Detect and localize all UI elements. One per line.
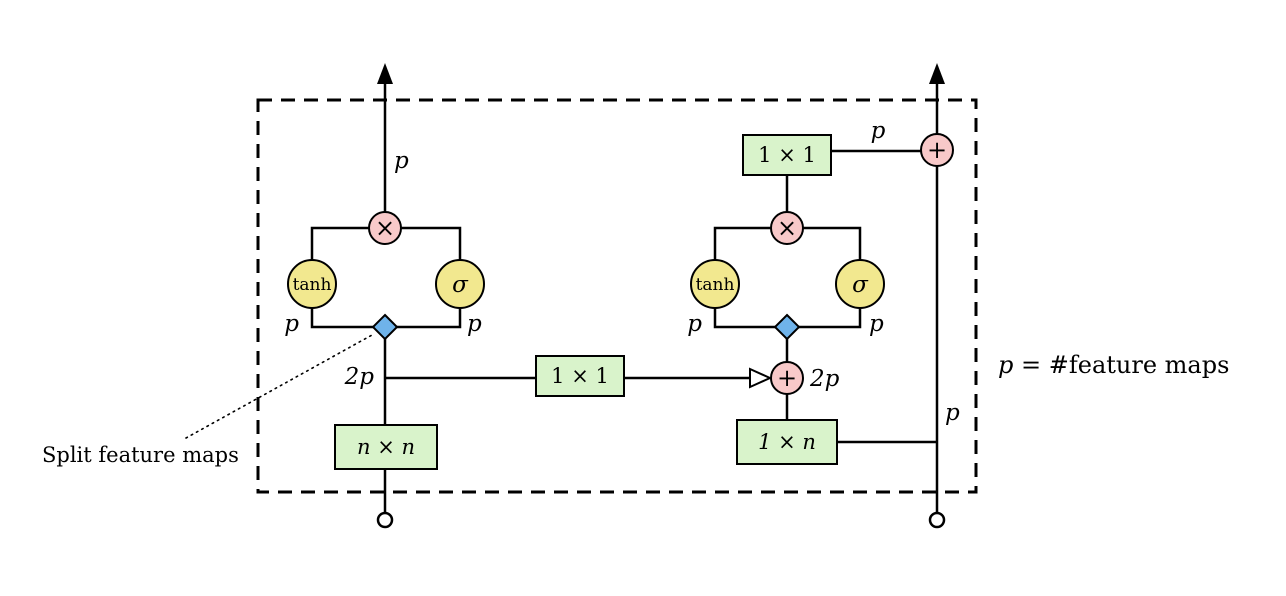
- left-p-tanh-label: p: [284, 311, 299, 337]
- wire-left-tanh-to-multiply: [310, 226, 369, 260]
- right-sigma-label: σ: [852, 272, 869, 298]
- right-split-diamond: [773, 313, 801, 341]
- right-tanh-node: [690, 259, 740, 309]
- left-sigma-node: [435, 259, 485, 309]
- left-split-diamond: [371, 313, 399, 341]
- right-multiply-label: ×: [777, 214, 797, 242]
- right-skip-sum-node: [920, 133, 954, 167]
- right-output-conv-box: [742, 134, 832, 176]
- right-skip-p-label: p: [871, 118, 886, 144]
- skip-conv-label: 1 × 1: [551, 364, 609, 388]
- wire-left-split-to-sigma: [396, 308, 462, 329]
- left-multiply-node: [368, 211, 402, 245]
- legend-label: p = #feature maps: [998, 351, 1229, 379]
- right-output-arrowhead: [929, 63, 945, 84]
- skip-arrowhead: [749, 367, 773, 389]
- right-tanh-label: tanh: [696, 275, 735, 295]
- right-sum-label: +: [777, 364, 797, 392]
- right-skip-sum-label: +: [927, 136, 947, 164]
- left-tanh-label: tanh: [293, 275, 332, 295]
- skip-conv-box: [535, 355, 625, 397]
- dashed-boundary: [256, 98, 978, 494]
- left-input-conv-label: n × n: [357, 435, 415, 459]
- wire-right-tanh-to-multiply: [713, 226, 771, 260]
- right-input-port: [928, 511, 946, 529]
- wire-left-split-to-tanh: [310, 308, 374, 329]
- left-output-p-label: p: [394, 148, 409, 174]
- right-multiply-node: [770, 211, 804, 245]
- split-annotation-label: Split feature maps: [42, 443, 239, 467]
- right-input-conv-box: [736, 419, 838, 465]
- right-sum-in-label: 2p: [809, 366, 840, 392]
- wire-left-sigma-to-multiply: [401, 226, 462, 260]
- wire-right-sigma-to-multiply: [803, 226, 862, 260]
- right-p-tanh-label: p: [687, 311, 702, 337]
- right-sum-node: [770, 361, 804, 395]
- left-output-arrowhead: [377, 63, 393, 84]
- legend-var: p: [998, 351, 1013, 379]
- right-trunk-p-label: p: [945, 400, 960, 426]
- left-input-port: [376, 511, 394, 529]
- right-p-sigma-label: p: [869, 311, 884, 337]
- left-input-conv-box: [334, 424, 438, 470]
- wire-right-split-to-tanh: [713, 308, 776, 329]
- left-sigma-label: σ: [452, 272, 469, 298]
- left-tanh-node: [287, 259, 337, 309]
- right-sigma-node: [835, 259, 885, 309]
- left-pre-split-label: 2p: [344, 364, 375, 390]
- right-output-conv-label: 1 × 1: [758, 143, 816, 167]
- wires: [185, 82, 939, 513]
- left-multiply-label: ×: [375, 214, 395, 242]
- left-p-sigma-label: p: [467, 311, 482, 337]
- right-input-conv-label: 1 × n: [758, 430, 816, 454]
- split-annotation-pointer: [185, 334, 373, 439]
- wire-right-split-to-sigma: [798, 308, 862, 329]
- legend-rest: = #feature maps: [1013, 351, 1229, 379]
